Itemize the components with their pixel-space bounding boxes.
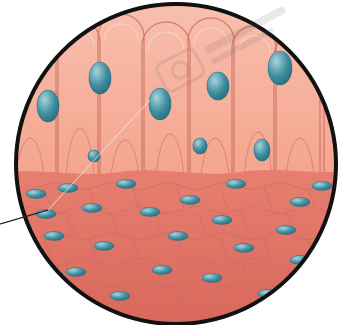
columnar-nucleus bbox=[254, 139, 270, 161]
columnar-nucleus bbox=[193, 138, 207, 154]
basal-nucleus bbox=[212, 216, 232, 225]
basal-nucleus bbox=[312, 182, 332, 191]
columnar-cell-highlight bbox=[16, 40, 52, 58]
basal-nucleus bbox=[140, 208, 160, 217]
basal-border-link bbox=[0, 238, 8, 260]
basal-nucleus bbox=[66, 268, 86, 277]
basal-nucleus bbox=[44, 232, 64, 241]
basal-nucleus bbox=[180, 196, 200, 205]
basal-nucleus bbox=[168, 232, 188, 241]
basal-nucleus bbox=[94, 242, 114, 251]
basal-border-link bbox=[330, 212, 338, 234]
basal-nucleus bbox=[82, 204, 102, 213]
basal-border-link bbox=[44, 292, 52, 316]
basal-border-link bbox=[330, 264, 338, 288]
basal-nucleus bbox=[290, 198, 310, 207]
basal-nucleus bbox=[226, 180, 246, 189]
basal-border-link bbox=[308, 292, 316, 316]
basal-nucleus bbox=[276, 226, 296, 235]
basal-nucleus bbox=[202, 274, 222, 283]
basal-nucleus bbox=[110, 292, 130, 301]
basal-nucleus bbox=[234, 244, 254, 253]
columnar-nucleus bbox=[89, 62, 111, 94]
basal-border-link bbox=[0, 188, 8, 208]
basal-border-link bbox=[0, 292, 8, 316]
columnar-cell-highlight bbox=[326, 60, 344, 69]
basal-nucleus bbox=[116, 180, 136, 189]
basal-nucleus bbox=[26, 190, 46, 199]
columnar-nucleus bbox=[37, 90, 59, 122]
basal-tissue-layer bbox=[0, 170, 347, 325]
basal-border-link bbox=[22, 264, 30, 288]
basal-nucleus bbox=[152, 266, 172, 275]
